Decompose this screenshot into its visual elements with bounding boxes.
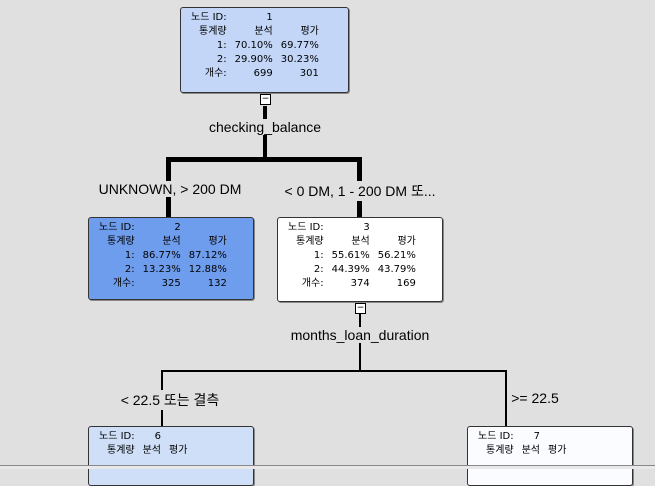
eval-header: 평가 — [548, 445, 567, 456]
val: 12.88% — [188, 264, 227, 275]
cat: 1: — [313, 250, 324, 261]
cat: 1: — [124, 250, 135, 261]
count-label: 개수: — [301, 278, 324, 289]
node-id: 1 — [266, 12, 273, 23]
val: 69.77% — [280, 40, 319, 51]
val: 301 — [299, 68, 319, 79]
val: 43.79% — [377, 264, 416, 275]
val: 169 — [396, 278, 416, 289]
count-label: 개수: — [112, 278, 135, 289]
node-id-label: 노드 ID: — [288, 222, 324, 233]
branch-label: >= 22.5 — [509, 390, 561, 406]
val: 86.77% — [142, 250, 181, 261]
node-id: 7 — [533, 431, 541, 442]
val: 70.10% — [234, 40, 273, 51]
val: 699 — [253, 68, 273, 79]
eval-header: 평가 — [300, 26, 319, 37]
val: 325 — [161, 278, 181, 289]
analysis-header: 분석 — [142, 445, 162, 456]
edge — [166, 157, 362, 162]
stat-header: 통계량 — [296, 236, 324, 247]
eval-header: 평가 — [169, 445, 188, 456]
edge — [505, 370, 507, 426]
split-label: checking_balance — [206, 119, 324, 135]
cat: 1: — [216, 40, 227, 51]
node-id-label: 노드 ID: — [99, 222, 135, 233]
branch-label: < 0 DM, 1 - 200 DM 또... — [282, 181, 438, 201]
val: 44.39% — [331, 264, 370, 275]
count-label: 개수: — [204, 68, 227, 79]
tree-node-6[interactable]: 노드 ID: 6 통계량 분석 평가 — [88, 426, 254, 486]
collapse-toggle[interactable]: − — [260, 94, 271, 105]
node-id: 2 — [174, 222, 181, 233]
val: 132 — [207, 278, 227, 289]
val: 29.90% — [234, 54, 273, 65]
analysis-header: 분석 — [254, 26, 273, 37]
stat-header: 통계량 — [107, 445, 135, 456]
eval-header: 평가 — [208, 236, 227, 247]
val: 87.12% — [188, 250, 227, 261]
eval-header: 평가 — [397, 236, 416, 247]
collapse-toggle[interactable]: − — [355, 303, 366, 314]
val: 13.23% — [142, 264, 181, 275]
analysis-header: 분석 — [351, 236, 370, 247]
branch-label: < 22.5 또는 결측 — [118, 390, 222, 410]
stat-header: 통계량 — [107, 236, 135, 247]
val: 30.23% — [280, 54, 319, 65]
tree-node-2[interactable]: 노드 ID: 2 통계량 분석 평가 1: 86.77% 87.12% 2: 13.23% 1… — [88, 217, 254, 300]
val: 56.21% — [377, 250, 416, 261]
cat: 2: — [313, 264, 324, 275]
tree-node-3[interactable]: 노드 ID: 3 통계량 분석 평가 1: 55.61% 56.21% 2: 44.39% 4… — [277, 217, 443, 302]
edge — [161, 370, 507, 372]
horizontal-scrollbar-edge — [0, 465, 655, 469]
split-label: months_loan_duration — [288, 327, 432, 343]
branch-label: UNKNOWN, > 200 DM — [96, 181, 244, 197]
tree-node-1[interactable]: 노드 ID: 1 통계량 분석 평가 1: 70.10% 69.77% 2: 29.90% 3… — [180, 7, 349, 93]
node-id-label: 노드 ID: — [478, 431, 514, 442]
node-id-label: 노드 ID: — [99, 431, 135, 442]
analysis-header: 분석 — [162, 236, 181, 247]
cat: 2: — [216, 54, 227, 65]
stat-header: 통계량 — [199, 26, 227, 37]
stat-header: 통계량 — [486, 445, 514, 456]
analysis-header: 분석 — [521, 445, 541, 456]
val: 55.61% — [331, 250, 370, 261]
node-id: 3 — [363, 222, 370, 233]
node-id-label: 노드 ID: — [191, 12, 227, 23]
val: 374 — [350, 278, 370, 289]
node-id: 6 — [154, 431, 162, 442]
cat: 2: — [124, 264, 135, 275]
tree-node-7[interactable]: 노드 ID: 7 통계량 분석 평가 — [467, 426, 633, 486]
